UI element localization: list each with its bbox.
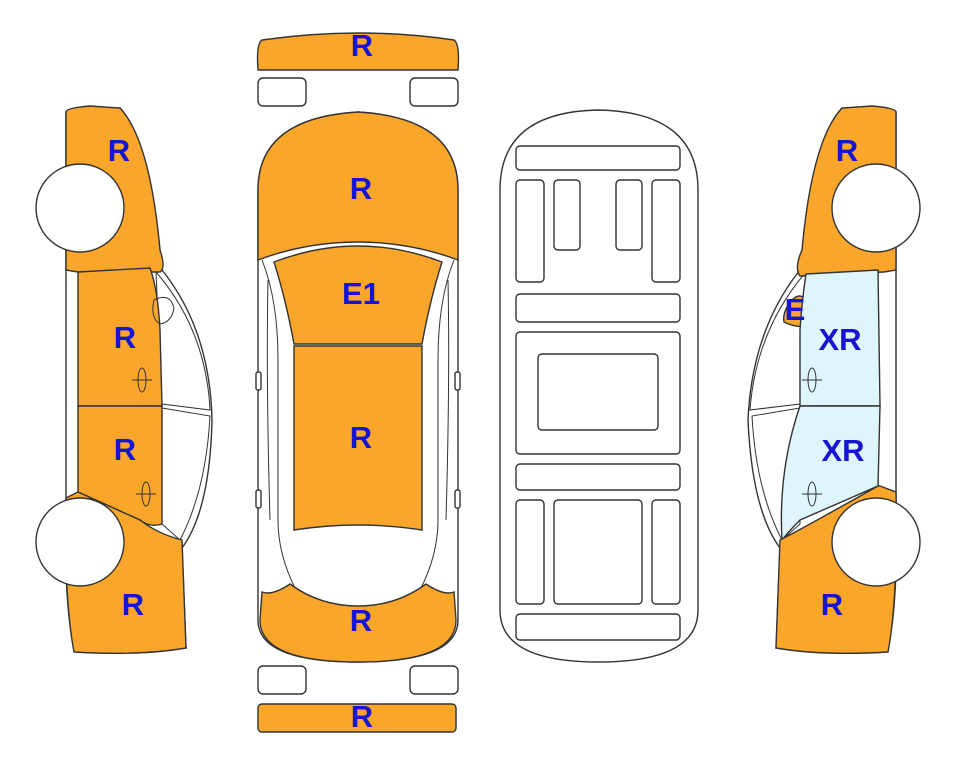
right-rear-wheel	[831, 497, 921, 587]
right-side-view: R E XR XR R	[747, 105, 921, 655]
left-rear-quarter-code: R	[122, 587, 144, 622]
right-rear-quarter-code: R	[821, 587, 843, 622]
rear-bumper-code: R	[351, 699, 373, 734]
right-front-fender-code: R	[836, 133, 858, 168]
front-right-light	[409, 77, 459, 107]
left-side-view: R R R R	[35, 105, 213, 655]
trunk-code: R	[350, 603, 372, 638]
roof-front-code: E1	[342, 276, 380, 311]
front-bumper-panel[interactable]	[256, 32, 460, 71]
left-front-door-code: R	[114, 320, 136, 355]
front-bumper-code: R	[351, 28, 373, 63]
left-front-wheel	[35, 163, 125, 253]
top-view: R R E1 R R R	[255, 28, 461, 734]
rear-right-light	[409, 665, 459, 695]
left-rear-wheel	[35, 497, 125, 587]
roof-front-panel[interactable]	[273, 245, 443, 345]
left-front-fender-code: R	[108, 133, 130, 168]
front-left-light	[257, 77, 307, 107]
rear-bumper-panel[interactable]	[257, 703, 457, 733]
left-front-door-panel[interactable]	[77, 267, 163, 407]
right-front-door-code: XR	[818, 322, 861, 357]
hood-panel[interactable]	[257, 111, 459, 262]
right-pillar-code: E	[785, 292, 806, 327]
hood-code: R	[350, 171, 372, 206]
right-rear-door-code: XR	[821, 433, 864, 468]
underbody-view	[499, 109, 699, 663]
trunk-panel[interactable]	[259, 583, 457, 663]
left-rear-door-code: R	[114, 432, 136, 467]
roof-code: R	[350, 420, 372, 455]
roof-panel[interactable]	[293, 345, 423, 531]
right-front-wheel	[831, 163, 921, 253]
rear-left-light	[257, 665, 307, 695]
